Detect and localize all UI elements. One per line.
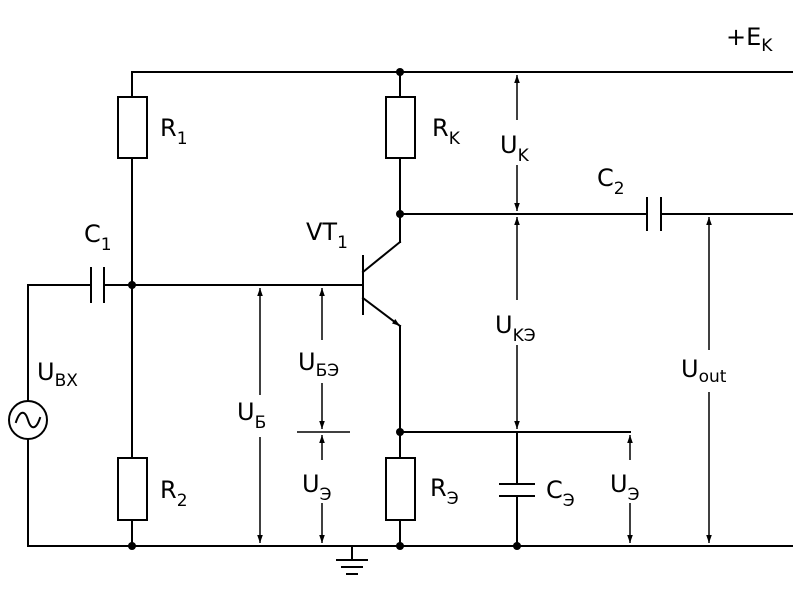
label-u-e-right: UЭ bbox=[610, 470, 639, 505]
resistor-r1 bbox=[117, 96, 148, 159]
capacitor-c1 bbox=[90, 267, 105, 303]
label-vt1: VT1 bbox=[306, 218, 348, 253]
label-rk: RK bbox=[432, 114, 461, 149]
label-supply: +EK bbox=[726, 23, 773, 56]
label-u-vx: UBX bbox=[37, 358, 78, 391]
resistor-r2 bbox=[117, 457, 148, 521]
label-u-e-left: UЭ bbox=[302, 470, 331, 505]
capacitor-ce bbox=[499, 483, 535, 497]
ac-source bbox=[8, 400, 48, 440]
resistor-re bbox=[385, 457, 416, 521]
transistor-vt1 bbox=[361, 240, 402, 328]
label-u-out: Uout bbox=[681, 355, 727, 387]
capacitor-c2 bbox=[646, 197, 662, 231]
label-c1: C1 bbox=[84, 220, 112, 255]
label-ce: CЭ bbox=[546, 476, 575, 511]
label-u-b: UБ bbox=[237, 398, 266, 433]
label-u-k: UK bbox=[500, 131, 530, 166]
label-c2: C2 bbox=[597, 164, 625, 199]
resistor-rk bbox=[385, 96, 416, 159]
label-r1: R1 bbox=[160, 114, 188, 149]
label-u-ke: UKЭ bbox=[495, 311, 536, 346]
junction-dots bbox=[128, 68, 521, 550]
ground-symbol bbox=[336, 545, 368, 575]
label-u-be: UБЭ bbox=[298, 348, 339, 381]
label-re: RЭ bbox=[430, 474, 459, 509]
label-r2: R2 bbox=[160, 476, 188, 511]
